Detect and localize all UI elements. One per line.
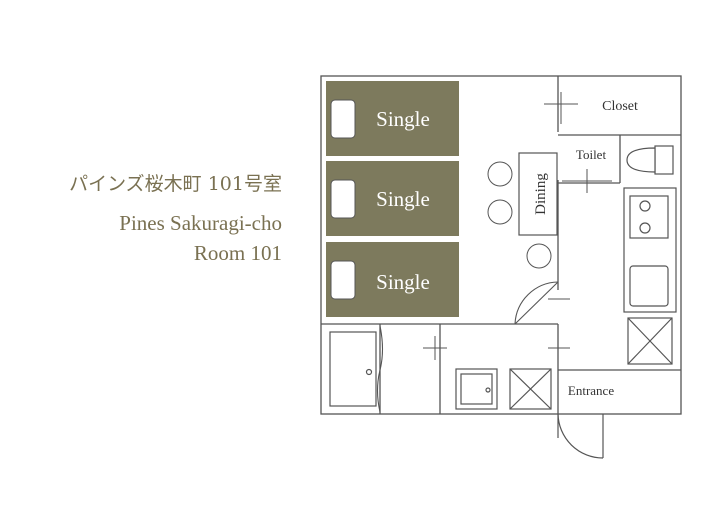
dining-label: Dining bbox=[533, 173, 549, 215]
closet-label: Closet bbox=[602, 99, 638, 114]
fridge-icon bbox=[627, 317, 673, 365]
bed-3-label: Single bbox=[376, 270, 430, 294]
bed-1-label: Single bbox=[376, 107, 430, 131]
room-number-en: Room 101 bbox=[193, 241, 282, 265]
bed-3: Single bbox=[326, 242, 459, 317]
washer-icon bbox=[509, 368, 552, 410]
toilet-icon bbox=[626, 145, 674, 175]
pillow-icon bbox=[330, 179, 356, 219]
living-door bbox=[514, 281, 559, 325]
dining-table bbox=[518, 152, 558, 236]
chair-icon bbox=[526, 243, 552, 269]
shower-tray bbox=[455, 368, 498, 410]
title-block: パインズ桜木町 101号室 Pines Sakuragi-cho Room 10… bbox=[69, 170, 282, 268]
chair-icon bbox=[487, 161, 513, 187]
entrance-door[interactable] bbox=[557, 413, 604, 459]
bed-1: Single bbox=[326, 81, 459, 156]
bed-2: Single bbox=[326, 161, 459, 236]
closet-door-mark bbox=[544, 92, 578, 124]
toilet-door-mark bbox=[562, 169, 612, 193]
wardrobe bbox=[329, 331, 377, 407]
hall-door-mark bbox=[548, 298, 570, 360]
chair-icon bbox=[487, 199, 513, 225]
entrance-label: Entrance bbox=[568, 383, 614, 398]
outer-wall bbox=[320, 75, 682, 415]
bed-2-label: Single bbox=[376, 187, 430, 211]
sink-icon bbox=[629, 265, 669, 307]
property-name-en: Pines Sakuragi-cho bbox=[119, 211, 282, 235]
bath-door-mark bbox=[423, 336, 447, 360]
property-name-jp: パインズ桜木町 101号室 bbox=[69, 173, 282, 195]
pillow-icon bbox=[330, 260, 356, 300]
toilet-label: Toilet bbox=[576, 147, 607, 162]
curtain-divider bbox=[376, 325, 384, 413]
pillow-icon bbox=[330, 99, 356, 139]
kitchen-counter bbox=[623, 187, 677, 313]
